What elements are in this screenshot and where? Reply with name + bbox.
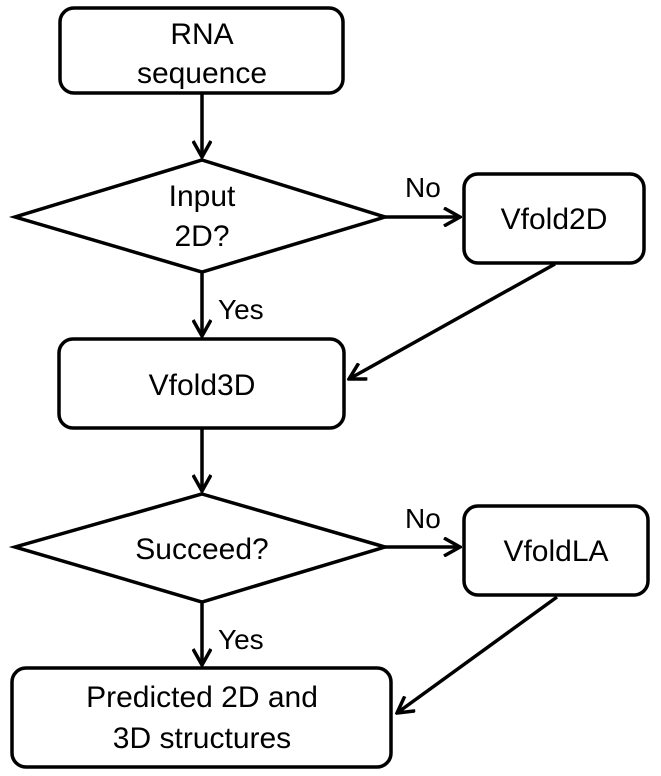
node-predicted-line-2: 3D structures — [113, 722, 291, 755]
edge-label-yes-input2d: Yes — [218, 294, 264, 325]
edge-vfoldla-to-predicted — [397, 595, 559, 713]
decision-succeed: Succeed? — [8, 492, 392, 604]
edges — [202, 93, 559, 713]
node-rna-sequence-line-2: sequence — [137, 57, 267, 90]
decision-input-2d-line-1: Input — [169, 180, 236, 213]
node-predicted-line-1: Predicted 2D and — [86, 681, 318, 714]
edge-vfold2d-to-vfold3d — [349, 262, 556, 379]
node-vfold3d: Vfold3D — [57, 337, 346, 430]
decision-input-2d-line-2: 2D? — [174, 220, 229, 253]
node-vfoldla: VfoldLA — [462, 504, 650, 597]
node-vfold2d: Vfold2D — [462, 172, 646, 265]
decision-input-2d: Input 2D? — [8, 158, 391, 274]
node-rna-sequence: RNA sequence — [58, 6, 345, 95]
node-predicted-structures: Predicted 2D and 3D structures — [10, 666, 393, 769]
edge-label-no-input2d: No — [405, 172, 441, 203]
node-vfoldla-label: VfoldLA — [503, 535, 608, 568]
edge-label-yes-succeed: Yes — [218, 624, 264, 655]
node-vfold2d-label: Vfold2D — [501, 203, 608, 236]
node-vfold3d-label: Vfold3D — [149, 369, 256, 402]
edge-label-no-succeed: No — [405, 503, 441, 534]
node-rna-sequence-line-1: RNA — [170, 18, 233, 51]
decision-succeed-label: Succeed? — [135, 533, 268, 566]
